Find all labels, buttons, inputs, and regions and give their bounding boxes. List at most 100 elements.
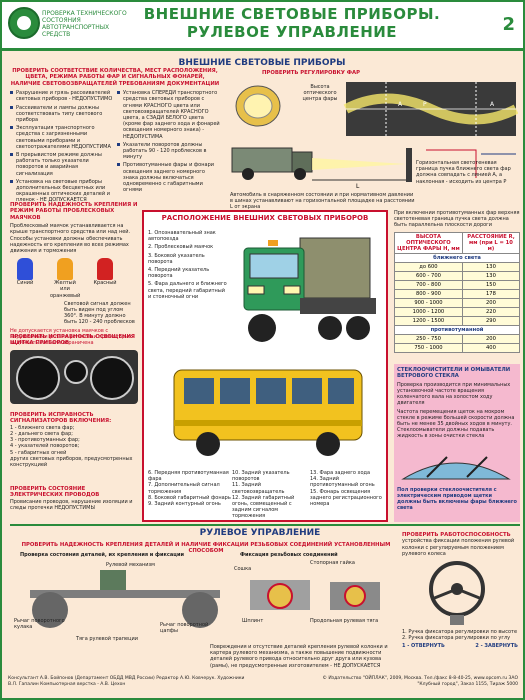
beacon-text: Проблесковый маячок устанавливается на к… <box>10 223 131 255</box>
lights-location-title: РАСПОЛОЖЕНИЕ ВНЕШНИХ СВЕТОВЫХ ПРИБОРОВ <box>161 214 369 222</box>
bus-light-item: 15. Фонарь освещения заднего регистрацио… <box>310 488 382 508</box>
wiper-text-2: Частота перемещения щеток на мокром стек… <box>397 408 515 440</box>
check-lights-item: Рассеиватели и лампы должны соответствов… <box>10 105 113 124</box>
bus-light-item: 14. Задний противотуманный огонь <box>310 476 375 489</box>
steering-label: Стопорная гайка <box>310 560 355 566</box>
table-cell: 800 - 900 <box>394 288 463 299</box>
section-title-lights: ВНЕШНИЕ СВЕТОВЫЕ ПРИБОРЫ <box>178 58 346 68</box>
table-cell: 250 - 750 <box>394 333 463 344</box>
wires-title: ПРОВЕРИТЬ СОСТОЯНИЕ ЭЛЕКТРИЧЕСКИХ ПРОВОД… <box>10 486 100 499</box>
table-cell: 130 <box>461 270 521 281</box>
illumination-title: ПРОВЕРИТЬ ИСПРАВНОСТЬ ОСВЕЩЕНИЯ ЩИТКА ПР… <box>10 334 136 347</box>
signals-panel: ПРОВЕРИТЬ ИСПРАВНОСТЬ СИГНАЛИЗАТОРОВ ВКЛ… <box>10 412 138 482</box>
signals-item: 4 - указателей поворотов; <box>10 443 80 450</box>
check-lights-item: Эксплуатация транспортного средства с за… <box>10 125 113 150</box>
range-table: ВЫСОТА ОПТИЧЕСКОГО ЦЕНТРА ФАРЫ H, мм РАС… <box>394 231 521 353</box>
beacon-panel: ПРОВЕРИТЬ НАДЕЖНОСТЬ КРЕПЛЕНИЯ И РЕЖИМ Р… <box>10 202 138 346</box>
footer: Консультант А.В. Бойпонов (Департамент О… <box>8 676 518 696</box>
check-lights-item: Установка на световые приборы дополнител… <box>10 179 113 204</box>
table-cell: 200 <box>461 297 521 308</box>
table-cell: до 600 <box>394 261 463 272</box>
truck-icon <box>243 237 376 342</box>
headlight-adjust-panel: ПРОВЕРИТЬ РЕГУЛИРОВКУ ФАР A P A L <box>226 68 518 210</box>
table-cell: 1000 - 1200 <box>394 306 463 317</box>
column-adjust-panel: ПРОВЕРИТЬ РАБОТОСПОСОБНОСТЬ устройства ф… <box>402 532 518 672</box>
signals-title: ПРОВЕРИТЬ ИСПРАВНОСТЬ СИГНАЛИЗАТОРОВ ВКЛ… <box>10 412 112 425</box>
steering-label: Тяга рулевой трапеции <box>76 636 138 642</box>
table-cell: 750 - 1000 <box>394 342 463 353</box>
check-lights-panel: ПРОВЕРИТЬ СООТВЕТСТВИЕ КОЛИЧЕСТВА, МЕСТ … <box>10 68 220 203</box>
beacon-yellow-icon <box>57 258 73 281</box>
truck-light-item: 3. Боковой указатель поворота <box>148 252 205 265</box>
range-table-panel: При включении противотуманных фар верхня… <box>394 210 521 360</box>
check-lights-item: Противотуманные фары и фонари освещения … <box>117 162 220 193</box>
beacon-red: Красный <box>90 258 120 299</box>
table-cell: 900 - 1000 <box>394 297 463 308</box>
steering-sub-left: Проверка состояния деталей, их крепления… <box>20 552 184 558</box>
page-title-line2: РУЛЕВОЕ УПРАВЛЕНИЕ <box>186 23 398 41</box>
bus-light-item: 9. Задний контурный огонь <box>148 501 221 508</box>
bus-lights-list-2: 10. Задний указатель поворотов 11. Задни… <box>232 470 308 520</box>
beacon-colors: Синий Желтый или оранжевый Красный <box>10 258 138 299</box>
steering-label: Рулевой механизм <box>106 562 155 568</box>
signals-item: 2 - дальнего света фар; <box>10 431 73 438</box>
signals-item: 3 - противотуманных фар; <box>10 437 80 444</box>
bus-light-item: 8. Боковой габаритный фонарь <box>148 494 231 501</box>
footer-credits: Консультант А.В. Бойпонов (Департамент О… <box>8 676 245 687</box>
wires-text: Провисание проводов, нарушение изоляции … <box>10 498 133 512</box>
check-lights-item: Разрушение и грязь рассеивателей световы… <box>10 90 113 103</box>
bus-lights-list-3: 13. Фара заднего хода 14. Задний противо… <box>310 470 386 507</box>
logo-icon <box>8 7 40 39</box>
truck-lights-list: 1. Опознавательный знак автопоезда 2. Пр… <box>148 230 228 302</box>
beacon-color-label: Синий <box>16 280 34 287</box>
check-lights-left-list: Разрушение и грязь рассеивателей световы… <box>10 90 113 205</box>
table-cell: 130 <box>461 261 521 272</box>
column-adjust-legend: 2. Ручка фиксатора регулировки по углу <box>402 635 511 642</box>
check-lights-title: ПРОВЕРИТЬ СООТВЕТСТВИЕ КОЛИЧЕСТВА, МЕСТ … <box>10 68 220 87</box>
table-cell: 1200 - 1500 <box>394 315 463 326</box>
beacon-signal-text: Световой сигнал должен быть виден под уг… <box>64 300 135 326</box>
truck-light-item: 2. Проблесковый маячок <box>148 244 214 251</box>
truck-side-icon <box>231 147 293 173</box>
headlight-label-height: Высота оптического центра фары <box>302 84 338 103</box>
check-lights-item: Указатели поворотов должны работать 90 -… <box>117 142 220 161</box>
beacon-color-label: Желтый или оранжевый <box>50 280 81 299</box>
beacon-red-icon <box>97 258 113 281</box>
dashboard-icon <box>10 349 138 404</box>
signals-extra: других световых приборов, предусмотренны… <box>10 455 133 469</box>
footer-publisher: © Издательство "ОЙПЛАК", 2009, Москва. Т… <box>322 676 518 687</box>
headlight-caption: Горизонтальная светотеневая граница пучк… <box>416 160 511 185</box>
headlight-adjust-diagram: A P A L <box>231 82 518 190</box>
screw-label: 2 - ЗАВЕРНУТЬ <box>475 643 518 650</box>
steering-label: Рычаг поворотной цапфы <box>160 622 209 635</box>
wiper-panel: СТЕКЛООЧИСТИТЕЛИ И ОМЫВАТЕЛИ ВЕТРОВОГО С… <box>394 364 520 522</box>
bus-light-item: 6. Передняя противотуманная фара <box>148 470 229 483</box>
steering-section: РУЛЕВОЕ УПРАВЛЕНИЕ ПРОВЕРИТЬ НАДЕЖНОСТЬ … <box>10 524 520 674</box>
steering-diagram <box>30 570 380 628</box>
table-cell: 600 - 700 <box>394 270 463 281</box>
beacon-color-label: Красный <box>93 280 117 287</box>
table-cell: 290 <box>461 315 521 326</box>
steering-section-title: РУЛЕВОЕ УПРАВЛЕНИЕ <box>199 528 321 538</box>
signals-item: 5 - габаритных огней <box>10 449 67 456</box>
page-number: 2 <box>502 14 515 35</box>
gauge-icon <box>16 355 60 400</box>
svg-text:A: A <box>398 101 403 108</box>
lights-location-panel: РАСПОЛОЖЕНИЕ ВНЕШНИХ СВЕТОВЫХ ПРИБОРОВ 1… <box>142 210 388 522</box>
steering-label: Шплинт <box>242 618 264 624</box>
gauge-icon <box>90 355 134 400</box>
range-table-header: РАССТОЯНИЕ R, мм (при L = 10 м) <box>461 231 521 254</box>
illumination-panel: ПРОВЕРИТЬ ИСПРАВНОСТЬ ОСВЕЩЕНИЯ ЩИТКА ПР… <box>10 334 138 410</box>
column-adjust-legend: 1. Ручка фиксатора регулировки по высоте <box>402 629 518 636</box>
wiper-text-1: Проверка производится при минимальных ус… <box>397 381 511 407</box>
page-title-line1: ВНЕШНИЕ СВЕТОВЫЕ ПРИБОРЫ. <box>143 5 441 23</box>
svg-text:L: L <box>356 183 360 190</box>
header: ПРОВЕРКА ТЕХНИЧЕСКОГО СОСТОЯНИЯ АВТОТРАН… <box>2 2 523 51</box>
beacon-warning: Не допускается установка маячков с наруш… <box>10 327 132 347</box>
steering-wheel-icon <box>429 561 485 626</box>
